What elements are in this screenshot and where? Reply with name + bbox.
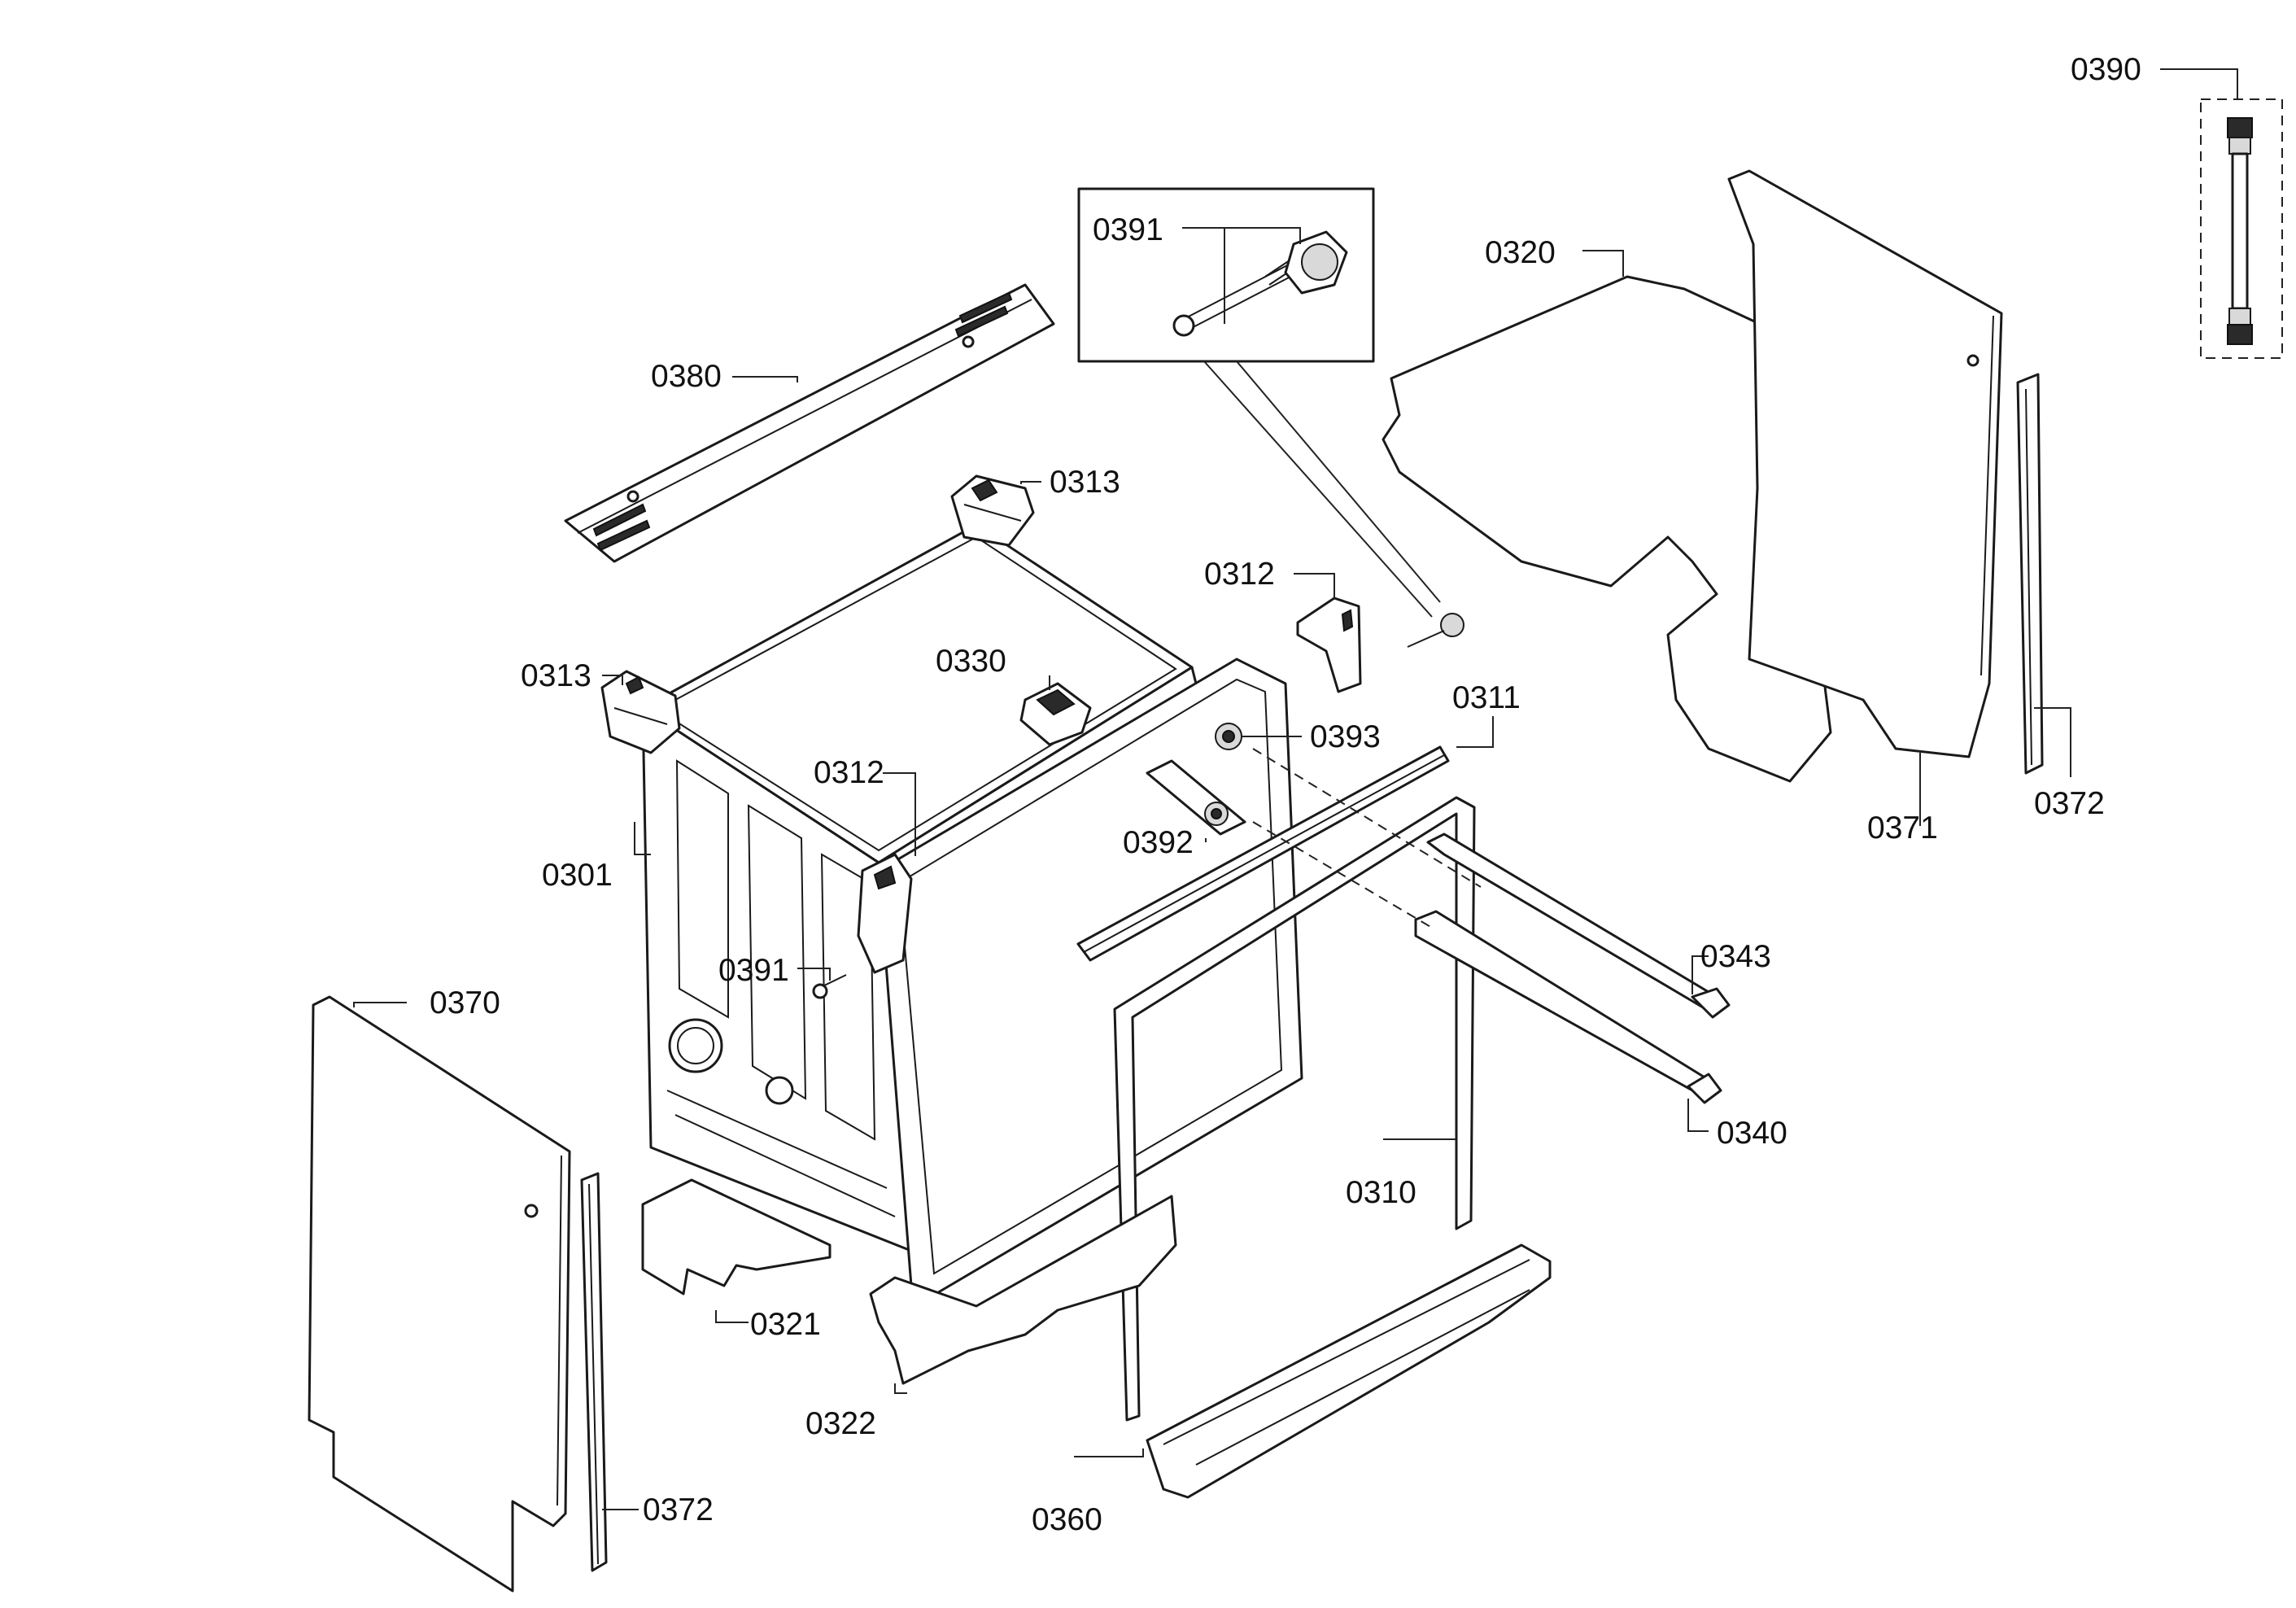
part-0391-small-screw [1407, 613, 1464, 648]
part-0313-top-bracket [950, 474, 1041, 547]
part-0330-latch [1019, 675, 1092, 746]
label-0310: 0310 [1346, 1175, 1416, 1210]
label-0371: 0371 [1867, 811, 1938, 846]
part-0393-roller [1215, 723, 1302, 750]
label-0391-side: 0391 [718, 953, 789, 988]
part-0380-top-plate [564, 283, 1055, 563]
part-0372-right-seal-strip [2016, 373, 2071, 777]
label-0311: 0311 [1452, 680, 1521, 715]
label-0313-left: 0313 [521, 658, 591, 693]
part-0310-door-gasket [1113, 796, 1476, 1422]
label-0312-left: 0312 [814, 755, 884, 790]
part-0392-roller [1146, 759, 1246, 842]
part-0312-left-bracket [857, 772, 916, 974]
part-0340-slide [1414, 910, 1722, 1132]
label-0343: 0343 [1700, 939, 1771, 974]
part-0360-kick-plate [1074, 1243, 1552, 1499]
part-0312-right-bracket [1294, 573, 1362, 693]
part-0371-side-panel [1727, 169, 2003, 826]
label-0330: 0330 [936, 644, 1006, 679]
label-0312-right: 0312 [1204, 557, 1275, 592]
label-0320: 0320 [1485, 235, 1556, 270]
label-0393: 0393 [1310, 719, 1381, 754]
part-0390-hose [2160, 68, 2283, 359]
label-0340: 0340 [1717, 1116, 1787, 1151]
label-0372-bottom: 0372 [643, 1492, 714, 1527]
part-0321-base-insulation [641, 1178, 832, 1323]
label-0360: 0360 [1032, 1502, 1102, 1537]
label-0380: 0380 [651, 359, 722, 394]
part-0313-left-bracket [600, 670, 681, 754]
part-0301-tub [634, 523, 1303, 1296]
label-0322: 0322 [805, 1406, 876, 1441]
label-0390: 0390 [2071, 52, 2141, 87]
part-0372-bottom-seal-strip [580, 1172, 639, 1572]
label-0301: 0301 [542, 858, 613, 893]
part-0391-side-screw [797, 968, 847, 999]
label-0391-box: 0391 [1093, 212, 1163, 247]
label-0321: 0321 [750, 1307, 821, 1342]
label-0392: 0392 [1123, 825, 1194, 860]
part-0391-detail-box [1077, 187, 1441, 618]
part-0311-rail [1076, 716, 1494, 962]
part-0343-slide [1426, 832, 1731, 1019]
part-labels: 0390 0391 0380 0320 0313 0312 0313 0330 … [430, 52, 2141, 1537]
part-0322-front-insulation [869, 1195, 1177, 1394]
part-0370-side-panel [308, 995, 571, 1593]
label-0370: 0370 [430, 985, 500, 1020]
label-0313-top: 0313 [1050, 465, 1120, 500]
label-0372-right: 0372 [2034, 786, 2105, 821]
